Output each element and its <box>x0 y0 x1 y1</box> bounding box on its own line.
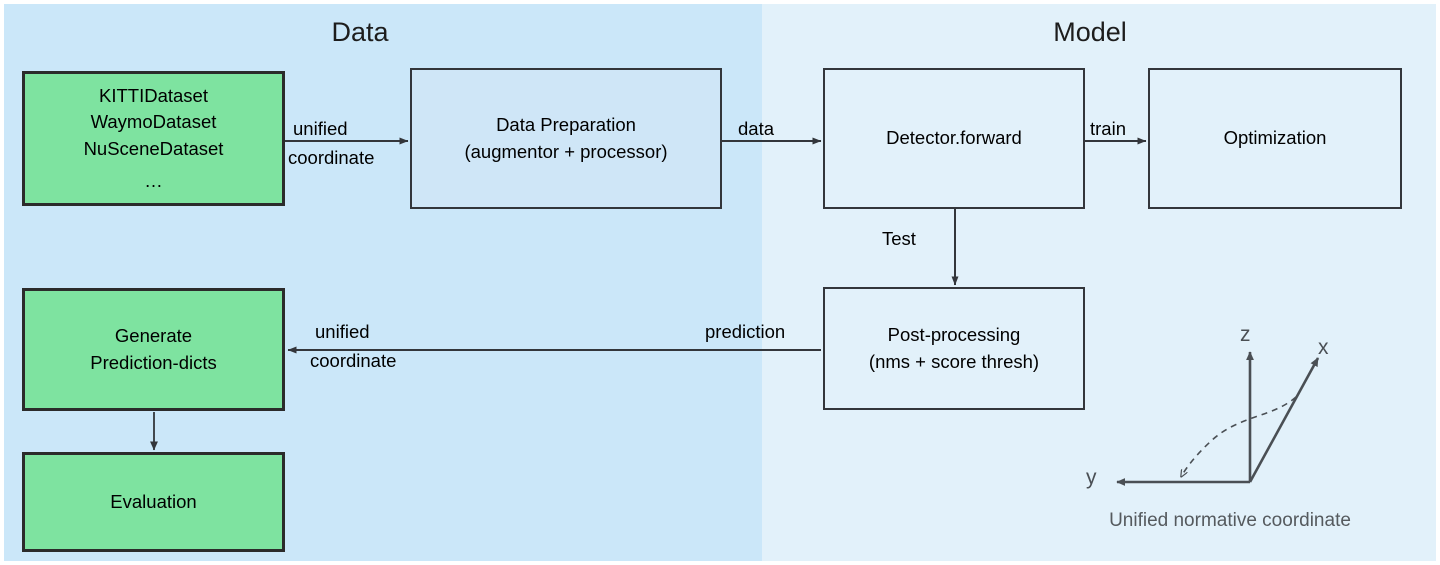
node-data-preparation[interactable]: Data Preparation (augmentor + processor) <box>410 68 722 209</box>
node-datasets-line-2: WaymoDataset <box>90 111 217 133</box>
axis-label-z: z <box>1240 323 1251 346</box>
node-optimization[interactable]: Optimization <box>1148 68 1402 209</box>
axis-label-x: x <box>1318 336 1329 359</box>
edge-label-test: Test <box>882 228 916 249</box>
node-post-processing-line-1: Post-processing <box>887 324 1021 346</box>
node-datasets-line-3: NuSceneDataset <box>83 137 224 159</box>
edge-label-prediction: prediction <box>705 321 786 342</box>
edge-label-unified-top: unified <box>293 118 348 139</box>
node-post-processing[interactable]: Post-processing (nms + score thresh) <box>823 287 1085 410</box>
node-evaluation-label: Evaluation <box>110 490 197 512</box>
edge-label-coordinate-bottom: coordinate <box>310 350 397 371</box>
node-post-processing-line-2: (nms + score thresh) <box>868 350 1040 372</box>
node-generate-line-2: Prediction-dicts <box>90 351 217 373</box>
node-detector-forward-label: Detector.forward <box>886 127 1022 149</box>
edge-label-train: train <box>1090 118 1126 139</box>
node-generate-prediction-dicts[interactable]: Generate Prediction-dicts <box>22 288 285 411</box>
data-section-title: Data <box>331 17 389 47</box>
edge-label-unified-bottom: unified <box>315 321 370 342</box>
node-datasets-line-1: KITTIDataset <box>99 84 208 106</box>
node-data-preparation-line-1: Data Preparation <box>496 114 636 136</box>
model-section-title: Model <box>1053 17 1127 47</box>
node-datasets-ellipsis: … <box>144 169 163 191</box>
node-generate-line-1: Generate <box>114 325 193 347</box>
edge-label-coordinate-top: coordinate <box>288 147 375 168</box>
coordinate-frame-caption: Unified normative coordinate <box>1109 510 1351 531</box>
axis-label-y: y <box>1086 466 1097 489</box>
node-optimization-label: Optimization <box>1223 127 1327 149</box>
edge-label-data: data <box>738 118 775 139</box>
node-datasets[interactable]: KITTIDataset WaymoDataset NuSceneDataset… <box>22 71 285 206</box>
node-evaluation[interactable]: Evaluation <box>22 452 285 552</box>
node-data-preparation-line-2: (augmentor + processor) <box>464 140 668 162</box>
node-detector-forward[interactable]: Detector.forward <box>823 68 1085 209</box>
